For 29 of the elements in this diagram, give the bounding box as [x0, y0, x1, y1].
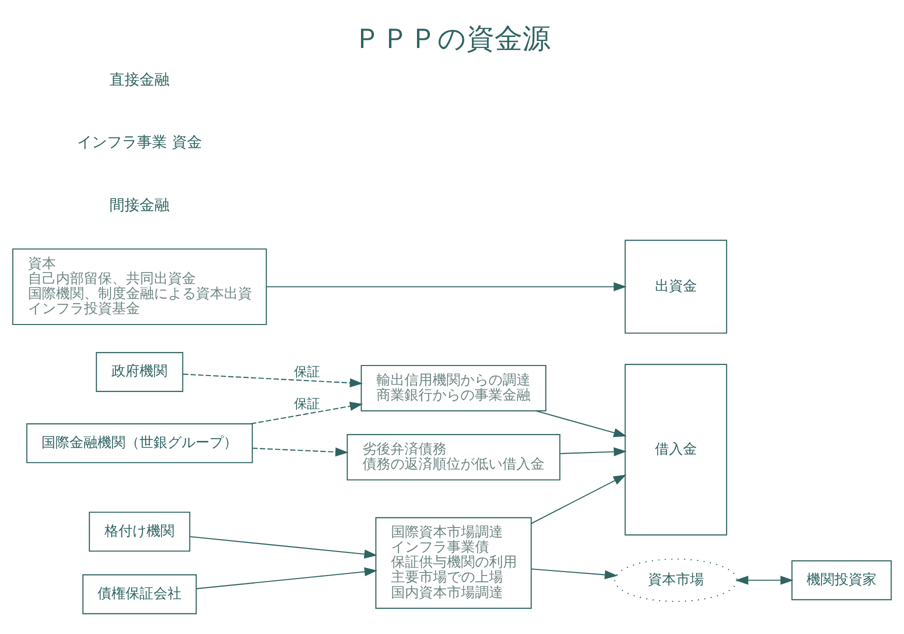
- edge-label: 保証: [294, 396, 320, 412]
- arrow: [250, 401, 363, 424]
- node-box: 格付け機関: [88, 511, 190, 552]
- node-box: 債権保証会社: [82, 574, 197, 614]
- edge-label: 保証: [294, 364, 320, 380]
- label: 間接金融: [110, 195, 170, 214]
- node-box: 国際資本市場調達 インフラ事業債 保証供与機関の利用 主要市場での上場 国内資本市場調達: [375, 516, 532, 608]
- node-box: 国際金融機関（世銀グループ）: [26, 422, 253, 463]
- arrow: [196, 566, 378, 589]
- arrow: [560, 446, 627, 456]
- node-ellipse: 資本市場: [614, 558, 738, 602]
- label: インフラ事業 資金: [77, 132, 202, 151]
- node-box: 機関投資家: [791, 560, 892, 600]
- node-box: 出資金: [624, 239, 728, 334]
- node-box: 借入金: [624, 363, 728, 535]
- arrow: [531, 474, 626, 524]
- arrow: [735, 575, 794, 584]
- node-box: 資本 自己内部留保、共同出資金 国際機関、制度金融による資本出資 インフラ投資基金: [12, 248, 267, 325]
- label: 直接金融: [110, 70, 170, 88]
- diagram-title: ＰＰＰの資金源: [354, 22, 550, 55]
- arrow: [536, 410, 627, 437]
- node-box: 劣後弁済債務 債務の返済順位が低い借入金: [346, 434, 560, 480]
- arrow: [190, 536, 378, 558]
- arrow: [266, 282, 627, 291]
- arrow: [252, 446, 348, 456]
- node-box: 輸出信用機関からの調達 商業銀行からの事業金融: [360, 364, 546, 411]
- arrow: [182, 373, 363, 387]
- arrow: [531, 568, 618, 579]
- node-box: 政府機関: [96, 352, 184, 392]
